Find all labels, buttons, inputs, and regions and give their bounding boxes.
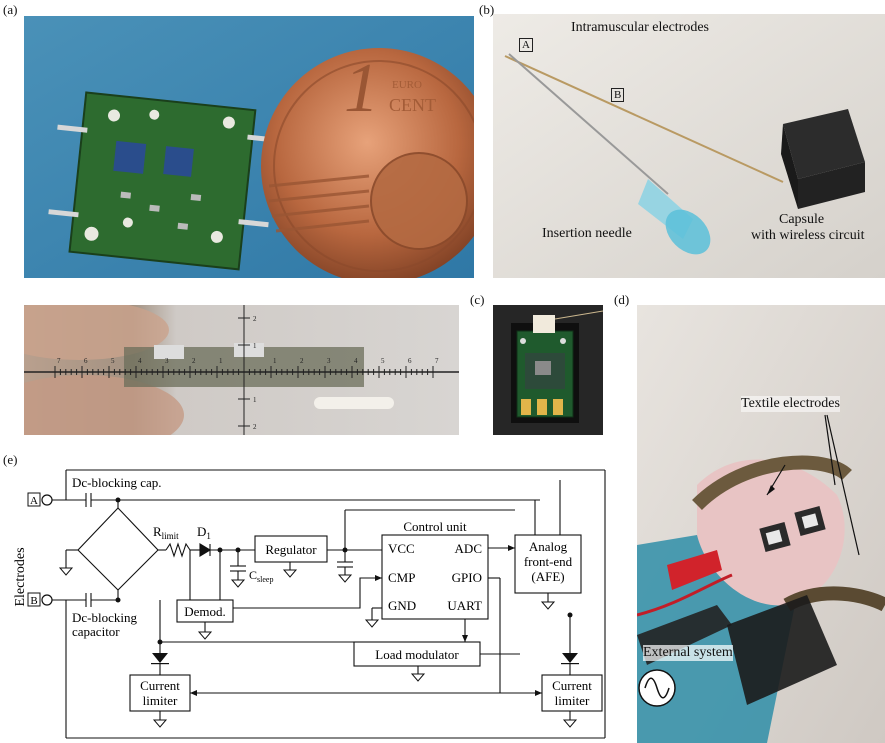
ruler-v-label: 2 <box>253 315 257 323</box>
panel-label-c: (c) <box>470 292 485 307</box>
ruler-tick-label: 2 <box>192 357 196 365</box>
photo-electrodes: Intramuscular electrodes A B Insertion n… <box>493 14 885 278</box>
svg-text:1: 1 <box>344 50 379 127</box>
pcb-board <box>48 91 278 271</box>
label-c-sleep: Csleep <box>249 568 273 584</box>
ruler-v-label: 1 <box>253 396 257 404</box>
textile-band-top <box>692 455 852 511</box>
coin-text-2: EURO <box>392 79 422 91</box>
capsule-board-illustration <box>493 305 603 435</box>
circuit-schematic: Electrodes A B Dc-blocking cap. Dc-block… <box>13 469 606 739</box>
ruler-tick-label: 2 <box>300 357 304 365</box>
panel-label-b: (b) <box>479 2 495 17</box>
capsule <box>781 109 865 209</box>
label-textile-electrodes: Textile electrodes <box>741 396 840 412</box>
ruler-tick-label: 7 <box>435 357 439 365</box>
label-external-system: External system <box>643 645 733 661</box>
pin-cmp: CMP <box>388 570 415 585</box>
ruler-tick-label: 6 <box>408 357 412 365</box>
ruler-illustration: 7 6 5 4 3 2 1 1 2 3 4 5 6 7 2 1 1 2 <box>24 305 459 435</box>
terminal-a-label: A <box>30 495 38 507</box>
current-limiter-left-2: limiter <box>143 693 178 708</box>
current-limiter-right-2: limiter <box>555 693 590 708</box>
afe-label-3: (AFE) <box>531 569 564 584</box>
ruler-tick-label: 5 <box>111 357 115 365</box>
terminal-b-label: B <box>30 595 37 607</box>
photo-board-in-capsule <box>493 305 603 435</box>
battery <box>314 397 394 409</box>
photo-ruler-side-view: 7 6 5 4 3 2 1 1 2 3 4 5 6 7 2 1 1 2 <box>24 305 459 435</box>
ruler-tick-label: 7 <box>57 357 61 365</box>
panel-label-a: (a) <box>3 2 18 17</box>
current-limiter-right-1: Current <box>552 678 592 693</box>
animal-illustration <box>637 305 885 743</box>
ruler-tick-label: 3 <box>327 357 331 365</box>
panel-label-d: (d) <box>614 292 630 307</box>
pin-gpio: GPIO <box>452 570 482 585</box>
regulator-label: Regulator <box>265 542 317 557</box>
demod-label: Demod. <box>184 604 226 619</box>
label-r-limit: Rlimit <box>153 524 179 541</box>
label-insertion-needle: Insertion needle <box>542 226 632 241</box>
ruler-tick-label: 1 <box>273 357 277 365</box>
pin-vcc: VCC <box>388 541 415 556</box>
ac-source-icon <box>638 669 676 707</box>
pcb-coin-illustration: 1 CENT EURO <box>24 16 474 278</box>
pin-uart: UART <box>447 598 482 613</box>
load-modulator-label: Load modulator <box>375 647 459 662</box>
ruler-tick-label: 6 <box>84 357 88 365</box>
ruler-tick-label: 1 <box>219 357 223 365</box>
afe-label-1: Analog <box>529 539 568 554</box>
pin-adc: ADC <box>455 541 482 556</box>
current-limiter-left-1: Current <box>140 678 180 693</box>
red-clip <box>667 550 722 590</box>
ruler-tick-label: 5 <box>381 357 385 365</box>
ruler-tick-label: 4 <box>138 357 142 365</box>
label-intramuscular-electrodes: Intramuscular electrodes <box>571 20 709 35</box>
panel-label-e: (e) <box>3 452 18 467</box>
needle-shaft <box>508 53 669 195</box>
coin-text: CENT <box>389 95 436 115</box>
needle-hub <box>638 179 711 255</box>
label-dc-blocking-cap-top: Dc-blocking cap. <box>72 475 162 490</box>
control-unit-label: Control unit <box>403 519 467 534</box>
label-capsule-1: Capsule <box>779 212 825 227</box>
ruler-v-label: 1 <box>253 342 257 350</box>
label-d1: D1 <box>197 524 211 541</box>
label-electrodes: Electrodes <box>13 547 28 606</box>
label-dc-blocking-bottom-2: capacitor <box>72 624 120 639</box>
ruler-v-label: 2 <box>253 423 257 431</box>
label-capsule-2: with wireless circuit <box>751 228 865 243</box>
pin-gnd: GND <box>388 598 416 613</box>
wire-a <box>504 55 784 183</box>
marker-b: B <box>611 88 625 102</box>
marker-a: A <box>519 38 533 52</box>
ruler-tick-label: 3 <box>165 357 169 365</box>
photo-pcb-coin: 1 CENT EURO <box>24 16 474 278</box>
afe-label-2: front-end <box>524 554 573 569</box>
label-dc-blocking-bottom-1: Dc-blocking <box>72 610 137 625</box>
electrodes-illustration <box>493 14 885 278</box>
ruler-tick-label: 4 <box>354 357 358 365</box>
photo-animal-setup: Textile electrodes External system <box>637 305 885 743</box>
